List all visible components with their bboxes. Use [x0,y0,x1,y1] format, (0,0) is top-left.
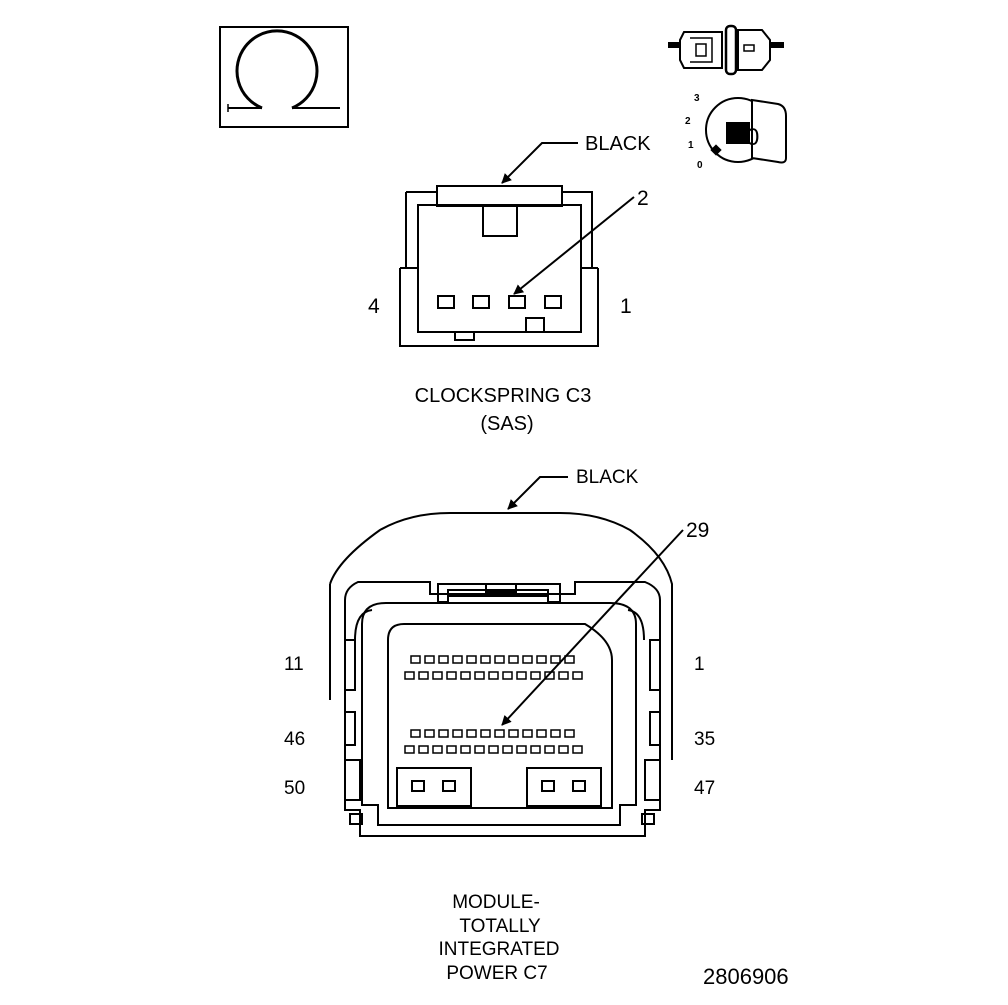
key-label: 0 [746,124,759,151]
tipm-pin-cavity [502,671,513,680]
tipm-pin-cavity [522,729,533,738]
tipm-pin-cavity [550,729,561,738]
tipm-pin-cavity [460,745,471,754]
tipm-pin-cavity [452,729,463,738]
key-position-2: 2 [685,116,691,127]
tipm-pin-48 [541,780,555,792]
tipm-pin-cavity [536,655,547,664]
key-position-1: 1 [688,140,694,151]
tipm-connector [329,476,684,837]
tipm-pin-cavity [558,745,569,754]
figure-id: 2806906 [703,964,789,989]
tipm-pin-cavity [410,729,421,738]
tipm-pin-cavity [418,745,429,754]
tipm-pin-cavity [460,671,471,680]
resistance-omega-icon [219,26,349,128]
clockspring-right-pin-label: 1 [620,295,632,318]
tipm-pin-cavity [550,655,561,664]
tipm-pin-cavity [404,745,415,754]
clockspring-left-pin-label: 4 [368,295,380,318]
tipm-pin-cavity [432,745,443,754]
clockspring-pin-1 [544,295,562,309]
tipm-pin-cavity [466,729,477,738]
tipm-pin-cavity [516,671,527,680]
tipm-row3-right-label: 47 [694,778,715,799]
tipm-pin-cavity [480,729,491,738]
tipm-pin-cavity [438,729,449,738]
tipm-title-line2: TOTALLY [459,916,541,937]
tipm-pin-cavity [572,745,583,754]
clockspring-subtitle: (SAS) [480,413,533,435]
tipm-color-callout: BLACK [576,467,639,488]
tipm-pin-cavity [564,729,575,738]
clockspring-connector [399,142,635,347]
tipm-row2-left-label: 46 [284,729,305,750]
tipm-pin-cavity [438,655,449,664]
tipm-pin-cavity [488,745,499,754]
tipm-pin-rows [404,655,583,754]
tipm-pin-47 [572,780,586,792]
tipm-pin-49 [442,780,456,792]
tipm-pin-cavity [424,655,435,664]
tipm-pin-cavity [494,655,505,664]
connector-plug-icon [668,24,784,76]
tipm-pin-cavity [474,745,485,754]
tipm-row3-left-label: 50 [284,778,305,799]
tipm-pin-cavity [516,745,527,754]
tipm-pin-cavity [432,671,443,680]
tipm-pin-cavity [502,745,513,754]
tipm-title-line3: INTEGRATED [438,939,559,960]
tipm-row2-right-label: 35 [694,729,715,750]
clockspring-pin-4 [437,295,455,309]
tipm-pin-cavity [544,745,555,754]
tipm-pin-cavity [424,729,435,738]
tipm-pin-cavity [558,671,569,680]
tipm-pin-cavity [418,671,429,680]
clockspring-color-callout: BLACK [585,133,651,155]
clockspring-pin-3 [472,295,490,309]
tipm-pin-cavity [508,729,519,738]
tipm-pin-cavity [530,745,541,754]
tipm-pin-cavity [522,655,533,664]
tipm-row1-left-label: 11 [284,654,304,675]
tipm-pin-cavity [466,655,477,664]
tipm-title-line4: POWER C7 [446,963,547,984]
tipm-row1-right-label: 1 [694,654,705,675]
tipm-pin-cavity [530,671,541,680]
tipm-pin-cavity [452,655,463,664]
key-position-3: 3 [694,93,700,104]
clockspring-pin-callout: 2 [637,187,649,210]
key-position-0: 0 [697,160,703,171]
ignition-key-icon: 3 2 1 0 0 [685,93,787,171]
clockspring-pin-2 [508,295,526,309]
tipm-pin-cavity [404,671,415,680]
tipm-pin-cavity [488,671,499,680]
tipm-pin-cavity [446,671,457,680]
tipm-pin-callout: 29 [686,519,709,542]
tipm-pin-cavity [544,671,555,680]
tipm-title-line1: MODULE- [452,892,540,913]
clockspring-title: CLOCKSPRING C3 [415,385,592,407]
tipm-pin-cavity [494,729,505,738]
tipm-pin-cavity [508,655,519,664]
tipm-pin-cavity [572,671,583,680]
tipm-pin-cavity [410,655,421,664]
tipm-pin-50 [411,780,425,792]
tipm-pin-cavity [446,745,457,754]
tipm-pin-cavity [474,671,485,680]
tipm-pin-cavity [480,655,491,664]
tipm-pin-cavity [536,729,547,738]
tipm-pin-cavity [564,655,575,664]
